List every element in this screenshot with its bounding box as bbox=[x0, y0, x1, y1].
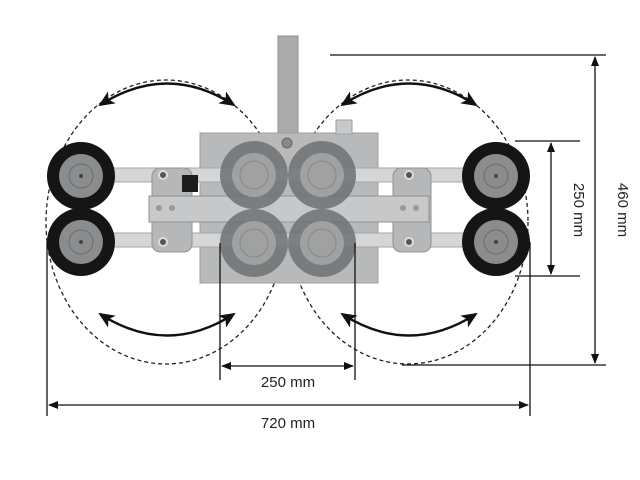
dimension-label-720: 720 mm bbox=[261, 415, 315, 432]
suction-cup bbox=[220, 209, 288, 277]
rotation-arrow-top-left bbox=[98, 82, 236, 107]
bolt-icon bbox=[158, 237, 168, 247]
suction-cup bbox=[220, 141, 288, 209]
large-suction-cup bbox=[462, 142, 530, 210]
dimension-label-250-horizontal: 250 mm bbox=[261, 374, 315, 391]
bolt-icon bbox=[404, 237, 414, 247]
dimension-total-width bbox=[46, 242, 531, 416]
dimension-label-250-vertical: 250 mm bbox=[570, 183, 587, 237]
mounting-post bbox=[277, 35, 299, 141]
dimension-label-460: 460 mm bbox=[614, 183, 631, 237]
rotation-arrow-bottom-left bbox=[98, 312, 236, 337]
rotation-arrow-bottom-right bbox=[340, 312, 478, 337]
rotation-arrow-top-right bbox=[340, 82, 478, 107]
large-suction-cup bbox=[47, 142, 115, 210]
bolt-icon bbox=[404, 170, 414, 180]
large-suction-cup bbox=[462, 208, 530, 276]
rotation-circle-right bbox=[287, 79, 529, 365]
cross-bar bbox=[148, 195, 430, 223]
large-suction-cup bbox=[47, 208, 115, 276]
vacuum-connector bbox=[335, 119, 353, 135]
bolt-icon bbox=[158, 170, 168, 180]
dimension-cup-spacing-vertical bbox=[515, 140, 580, 277]
knob bbox=[182, 175, 198, 192]
dimension-cup-spacing-horizontal bbox=[219, 243, 356, 380]
dimension-total-height bbox=[330, 54, 606, 366]
suction-cup bbox=[288, 141, 356, 209]
suction-cup bbox=[288, 209, 356, 277]
